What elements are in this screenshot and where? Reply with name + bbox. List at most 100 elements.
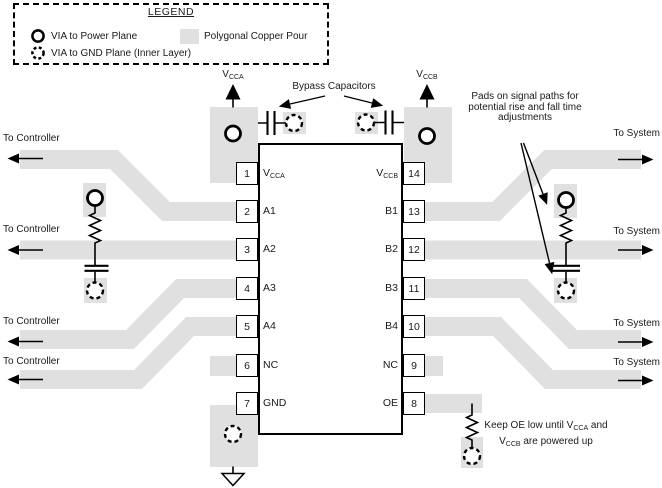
pin-name-text: A1 — [263, 205, 276, 217]
oe-note-text: V — [499, 436, 506, 447]
power-via-vccb — [418, 127, 436, 145]
copper-traces — [20, 150, 641, 413]
to-system-label-2: To System — [613, 226, 660, 237]
pads-note: Pads on signal paths for potential rise … — [463, 91, 587, 124]
pin-name-text: NC — [263, 359, 279, 371]
pin-pad-12: 12 — [403, 238, 425, 261]
capacitor-left-plates — [84, 264, 109, 272]
pin-number: 9 — [411, 359, 417, 372]
oe-note-text: are powered up — [520, 436, 593, 447]
copper-trace-a3 — [20, 279, 237, 349]
legend-item-power-via: VIA to Power Plane — [30, 28, 137, 44]
pin-name-oe: OE — [383, 392, 398, 415]
pin-name-text: B3 — [385, 282, 398, 294]
pin-name-b4: B4 — [385, 315, 398, 338]
oe-note: Keep OE low until VCCA and VCCB are powe… — [483, 419, 609, 451]
capacitor-right-plates — [552, 264, 580, 272]
gnd-via-bypass-left — [284, 113, 304, 133]
pin-number: 2 — [244, 205, 250, 218]
legend-label: VIA to Power Plane — [51, 30, 138, 42]
power-via-left-pad — [86, 189, 104, 207]
copper-trace-a4 — [20, 317, 237, 389]
vccb-up-arrow — [419, 84, 435, 100]
pin-pad-8: 8 — [403, 392, 425, 415]
legend-title: LEGEND — [147, 6, 195, 18]
vccb-text: V — [416, 69, 423, 80]
to-controller-label-2: To Controller — [3, 224, 60, 235]
pin-name-a1: A1 — [263, 200, 276, 223]
gnd-via-right-pad — [556, 281, 576, 300]
oe-note-subscript: CCA — [573, 425, 589, 432]
pin-name-text: NC — [382, 359, 398, 371]
pads-note-line2: potential rise and fall time — [468, 101, 582, 113]
to-controller-label-1: To Controller — [3, 133, 60, 144]
pin-number: 6 — [244, 359, 250, 372]
pin-number: 5 — [244, 320, 250, 333]
to-system-label-4: To System — [613, 357, 660, 368]
nc-stub-right — [425, 356, 443, 376]
pin-name-nc-right: NC — [383, 354, 398, 377]
pin-pad-13: 13 — [403, 200, 425, 223]
gnd-via-plane — [223, 424, 243, 444]
copper-trace-a1 — [20, 150, 237, 221]
pin-name-b1: B1 — [385, 200, 398, 223]
to-system-label-1: To System — [613, 128, 660, 139]
gnd-via-icon — [31, 46, 45, 60]
pin-pad-9: 9 — [403, 354, 425, 377]
vccb-subscript: CCB — [422, 74, 438, 81]
pin-name-text: A3 — [263, 282, 276, 294]
resistor-right — [558, 207, 574, 265]
power-via-vcca — [224, 124, 242, 143]
pin-name-vcca: VCCA — [263, 162, 285, 185]
ground-symbol — [220, 472, 246, 487]
to-system-label-3: To System — [613, 318, 660, 329]
power-via-icon — [31, 29, 45, 43]
pin-pad-11: 11 — [403, 277, 425, 300]
pin-name-nc-left: NC — [263, 354, 278, 377]
pin-pad-5: 5 — [236, 315, 258, 338]
pin-name-text: B2 — [385, 243, 398, 255]
pin-name-subscript: CCA — [270, 173, 285, 180]
pin-pad-6: 6 — [236, 354, 258, 377]
pin-number: 3 — [244, 243, 250, 256]
oe-note-line2: VCCB are powered up — [483, 435, 609, 451]
gnd-vias — [85, 113, 576, 466]
pin-name-text: OE — [382, 397, 398, 409]
pads-callout-arrow-lower — [520, 142, 555, 275]
pin-pad-3: 3 — [236, 238, 258, 261]
pin-name-text: B1 — [385, 205, 398, 217]
pin-number: 7 — [244, 397, 250, 410]
vcca-up-arrow — [225, 84, 241, 100]
pin-pad-2: 2 — [236, 200, 258, 223]
pin-number: 11 — [408, 282, 420, 295]
oe-note-line1: Keep OE low until VCCA and — [483, 419, 609, 435]
copper-trace-b1 — [425, 150, 641, 221]
pin-number: 10 — [408, 320, 420, 333]
pin-name-gnd: GND — [263, 392, 286, 415]
bypass-cap-left-plates — [266, 111, 276, 135]
bypass-callout-arrow-left — [278, 95, 326, 109]
oe-pulldown-resistor — [464, 403, 480, 448]
to-controller-label-3: To Controller — [3, 316, 60, 327]
pin-pad-7: 7 — [236, 392, 258, 415]
vcca-label: VCCA — [207, 69, 259, 84]
legend-box: LEGEND VIA to Power Plane Polygonal Copp… — [13, 3, 329, 65]
component-symbols — [84, 99, 580, 473]
legend-item-gnd-via: VIA to GND Plane (Inner Layer) — [30, 45, 191, 61]
pads-note-line1: Pads on signal paths for — [471, 91, 579, 102]
pin-name-subscript: CCB — [383, 173, 398, 180]
pin-name-text: V — [376, 167, 384, 179]
bypass-callout-arrow-right — [343, 95, 384, 108]
pads-callout-arrow-upper — [522, 142, 548, 205]
pin-name-b3: B3 — [385, 277, 398, 300]
gnd-via-bypass-right — [356, 113, 376, 132]
resistor-left — [87, 205, 103, 265]
pin-name-b2: B2 — [385, 238, 398, 261]
oe-note-text: and — [588, 420, 608, 431]
pin-number: 4 — [244, 282, 250, 295]
oe-note-text: Keep OE low until V — [484, 420, 574, 431]
power-vias — [86, 124, 575, 209]
copper-pour-swatch — [180, 28, 199, 44]
